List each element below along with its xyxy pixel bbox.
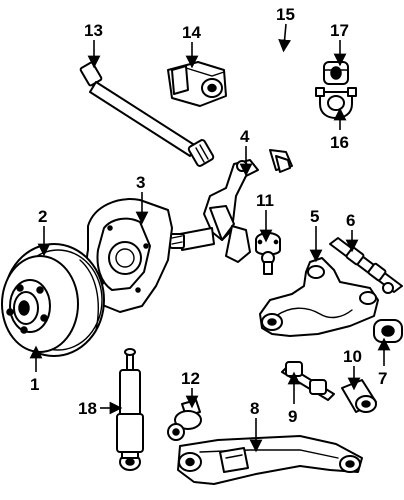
callout-leaders	[29, 23, 391, 453]
shock-absorber-part	[116, 348, 144, 471]
stabilizer-bar-part	[265, 11, 325, 173]
callout-15: 15	[276, 5, 295, 24]
strut-bushing-part	[167, 61, 227, 107]
callout-12: 12	[181, 369, 200, 388]
callout-13: 13	[84, 21, 103, 40]
upper-ball-joint-part	[255, 232, 281, 275]
callout-17: 17	[330, 21, 349, 40]
callout-6: 6	[346, 211, 355, 230]
splash-shield-part	[85, 198, 173, 313]
strut-rod-part	[79, 61, 215, 167]
lower-ball-joint-part	[167, 399, 202, 441]
stabilizer-bracket-part	[315, 87, 357, 119]
callout-16: 16	[330, 133, 349, 152]
lower-arm-bushing-part	[341, 379, 377, 413]
callout-14: 14	[182, 23, 201, 42]
callout-labels: 1 2 3 4 5 6 7 8 9 10 11 12 13 14 15 16 1…	[30, 5, 387, 426]
callout-5: 5	[310, 207, 319, 226]
lower-control-arm-part	[177, 435, 363, 485]
callout-3: 3	[136, 173, 145, 192]
callout-4: 4	[240, 127, 250, 146]
steering-knuckle-part	[169, 159, 259, 263]
upper-control-arm-part	[259, 257, 379, 337]
callout-11: 11	[256, 191, 274, 210]
callout-9: 9	[288, 407, 297, 426]
callout-8: 8	[250, 399, 259, 418]
callout-1: 1	[30, 375, 39, 394]
callout-2: 2	[38, 207, 47, 226]
callout-18: 18	[78, 399, 97, 418]
brake-rotor-hub-part	[1, 243, 105, 357]
callout-7: 7	[378, 369, 387, 388]
lower-arm-shaft-part	[281, 361, 335, 401]
control-arm-bushing-part	[373, 319, 403, 343]
stabilizer-bushing-part	[323, 61, 349, 85]
callout-10: 10	[343, 347, 362, 366]
